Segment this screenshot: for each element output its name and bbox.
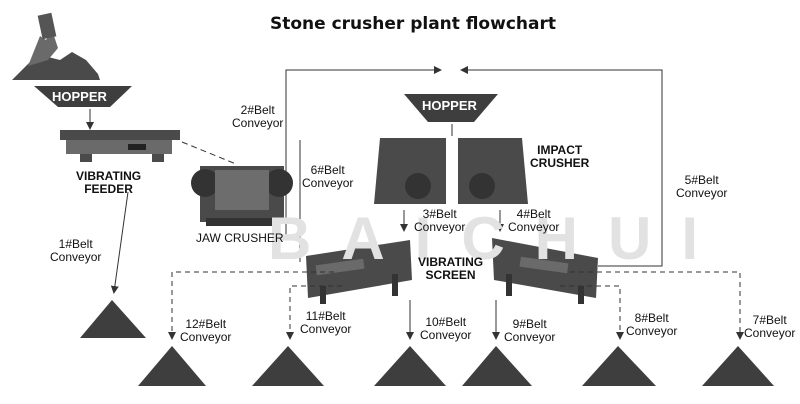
- stockpile-8: [582, 346, 656, 386]
- watermark: BAICHUI: [268, 205, 728, 272]
- conveyor-label-7: 7#Belt Conveyor: [744, 313, 796, 340]
- conveyor-label-10: 10#Belt Conveyor: [420, 315, 472, 342]
- flow-belt-8: [560, 285, 624, 340]
- flow-belt-12: [168, 271, 334, 340]
- conveyor-label-3: 3#Belt Conveyor: [414, 207, 466, 234]
- stockpile-9: [462, 346, 532, 386]
- impact-crusher-label: IMPACT CRUSHER: [530, 143, 590, 170]
- conveyor-label-9: 9#Belt Conveyor: [504, 317, 556, 344]
- stockpile-1: [80, 300, 146, 338]
- impact-crusher: [374, 138, 528, 204]
- conveyor-label-1: 1#Belt Conveyor: [50, 237, 102, 264]
- hopper-left: [34, 86, 132, 107]
- flow-belt-2: [285, 66, 442, 236]
- stockpile-10: [374, 346, 446, 386]
- flow-belt-1: [110, 191, 129, 294]
- flow-belt-7: [570, 271, 744, 340]
- flow-feeder-to-jaw: [181, 141, 237, 165]
- vibrating-screen-label: VIBRATING SCREEN: [418, 255, 484, 282]
- hopper-top-label: HOPPER: [422, 98, 477, 113]
- flow-lines: [86, 66, 744, 340]
- conveyor-label-4: 4#Belt Conveyor: [508, 207, 560, 234]
- page-title: Stone crusher plant flowchart: [270, 14, 556, 34]
- conveyor-label-8: 8#Belt Conveyor: [626, 311, 678, 338]
- hopper-top: [404, 94, 498, 122]
- vibrating-feeder: [60, 130, 180, 162]
- rock-pile-icon: [12, 12, 100, 80]
- stockpiles: [80, 300, 774, 386]
- conveyor-label-5: 5#Belt Conveyor: [676, 173, 728, 200]
- vibrating-screen: [306, 238, 598, 304]
- stockpile-12: [138, 346, 206, 386]
- stockpile-7: [702, 346, 774, 386]
- hopper-left-label: HOPPER: [52, 89, 107, 104]
- stockpile-11: [252, 346, 324, 386]
- conveyor-label-12: 12#Belt Conveyor: [180, 317, 232, 344]
- conveyor-label-6: 6#Belt Conveyor: [302, 163, 354, 190]
- jaw-crusher: [191, 166, 293, 226]
- conveyor-label-11: 11#Belt Conveyor: [300, 309, 352, 336]
- conveyor-label-2: 2#Belt Conveyor: [232, 103, 284, 130]
- vibrating-feeder-label: VIBRATING FEEDER: [76, 169, 142, 196]
- jaw-crusher-label: JAW CRUSHER: [196, 231, 284, 245]
- flow-belt-5: [460, 66, 663, 267]
